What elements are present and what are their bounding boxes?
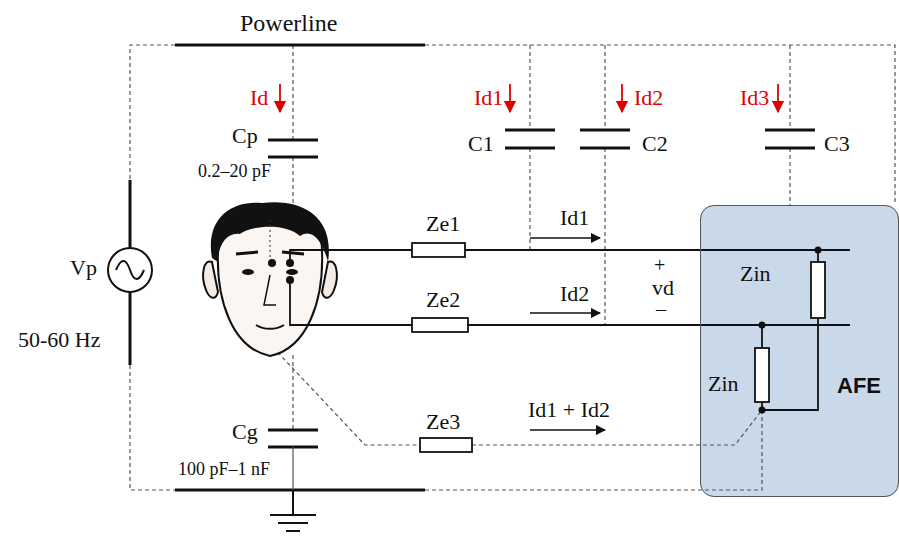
powerline-label: Powerline	[238, 10, 339, 36]
cg-wire	[292, 447, 293, 490]
capacitor-label: C1	[466, 132, 496, 156]
electrode-dots	[268, 247, 822, 414]
polarity-sign: +	[652, 254, 667, 276]
current-label: Id1 + Id2	[526, 398, 612, 422]
current-label: Id	[248, 86, 270, 110]
current-label: Id3	[738, 86, 771, 110]
capacitor-label: C2	[640, 132, 670, 156]
afe-block: AFE	[700, 205, 899, 497]
powerline-bar	[175, 44, 425, 47]
capacitor-symbols	[268, 130, 815, 447]
current-label: Id1	[472, 86, 505, 110]
capacitance-value: 100 pF–1 nF	[176, 460, 272, 480]
current-label: Id2	[632, 86, 665, 110]
source-label: Vp	[68, 256, 99, 280]
ground-symbol	[270, 490, 316, 531]
impedance-label: Ze2	[424, 288, 462, 312]
polarity-sign: –	[654, 298, 668, 320]
electrode-wires	[290, 250, 850, 410]
current-label: Id2	[558, 282, 591, 306]
capacitance-value: 0.2–20 pF	[196, 162, 273, 182]
capacitor-label: Cg	[230, 420, 260, 444]
ground-bar	[175, 489, 425, 492]
capacitor-label: C3	[822, 132, 852, 156]
impedance-label: Ze3	[424, 410, 462, 434]
current-label: Id1	[558, 206, 591, 230]
frequency-label: 50-60 Hz	[16, 328, 102, 352]
head-illustration	[203, 202, 337, 356]
voltage-source	[108, 180, 152, 365]
block-title: AFE	[837, 373, 881, 399]
capacitor-label: Cp	[230, 124, 260, 148]
current-arrows	[280, 84, 778, 112]
afe-fill	[700, 205, 899, 497]
impedance-label: Ze1	[424, 212, 462, 236]
impedance-symbols	[412, 243, 825, 452]
stray-coupling-paths	[130, 45, 895, 490]
impedance-label: Zin	[706, 372, 741, 396]
signal-name: vd	[650, 276, 676, 300]
impedance-label: Zin	[738, 262, 773, 286]
